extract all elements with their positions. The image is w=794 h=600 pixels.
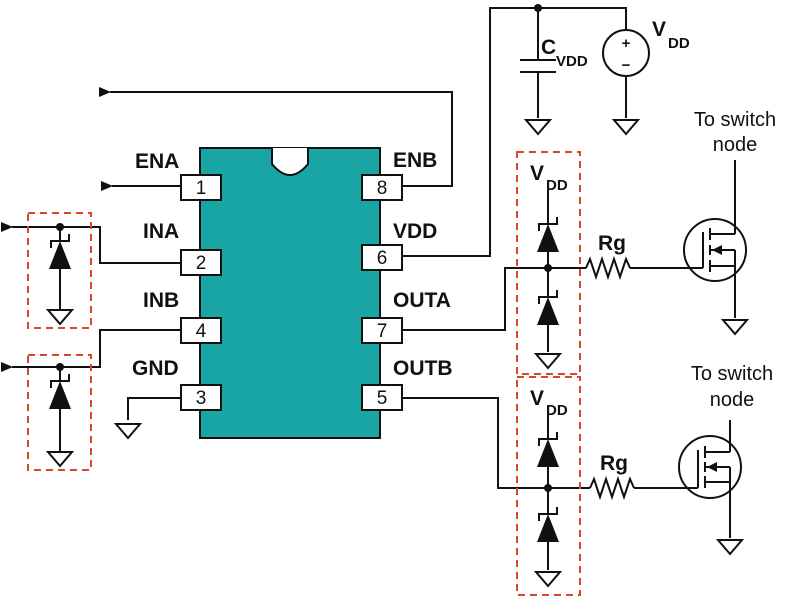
svg-text:C: C — [541, 36, 556, 59]
switch-note-a: To switch node — [694, 109, 776, 156]
switch-note-b: To switch node — [691, 363, 773, 411]
pin-label-outa: OUTA — [393, 289, 451, 312]
resistor-label-b: Rg — [600, 452, 628, 475]
pin-label-vdd: VDD — [393, 220, 437, 243]
clamp-label-a: V DD — [530, 162, 568, 194]
pin-number-8: 8 — [377, 178, 388, 199]
svg-text:DD: DD — [546, 402, 568, 419]
svg-text:node: node — [713, 134, 758, 156]
source-plus: + — [622, 35, 631, 52]
ena-wiring — [99, 87, 453, 191]
pin-number-7: 7 — [377, 321, 388, 342]
pin-number-6: 6 — [377, 248, 388, 269]
svg-text:VDD: VDD — [556, 53, 588, 70]
mosfet-a — [683, 160, 748, 335]
svg-text:DD: DD — [546, 177, 568, 194]
pin-4: 4 — [180, 317, 222, 344]
capacitor-label: C VDD — [541, 36, 588, 70]
pin-6: 6 — [361, 244, 403, 271]
svg-text:V: V — [530, 387, 544, 410]
supply-label: V DD — [652, 18, 690, 52]
pin-number-4: 4 — [196, 321, 207, 342]
svg-text:V: V — [652, 18, 666, 41]
pin-number-5: 5 — [377, 388, 388, 409]
pin-label-ena: ENA — [135, 150, 179, 173]
clamp-label-b: V DD — [530, 387, 568, 419]
pin-2: 2 — [180, 249, 222, 276]
gnd-wiring — [115, 397, 181, 439]
pin-label-enb: ENB — [393, 149, 437, 172]
voltage-source: + − — [602, 29, 650, 77]
ic-body — [199, 147, 381, 439]
pin-7: 7 — [361, 317, 403, 344]
pin-number-3: 3 — [196, 388, 207, 409]
clamp-box-outa — [516, 151, 581, 375]
outb-wiring — [402, 397, 683, 587]
outa-wiring — [402, 185, 690, 369]
pin-label-outb: OUTB — [393, 357, 453, 380]
pin-label-inb: INB — [143, 289, 179, 312]
clamp-box-ina — [27, 212, 92, 329]
pin-8: 8 — [361, 174, 403, 201]
pin-label-gnd: GND — [132, 357, 179, 380]
pin-5: 5 — [361, 384, 403, 411]
inb-wiring — [0, 329, 181, 467]
mosfet-b — [678, 420, 743, 555]
svg-text:To switch: To switch — [694, 109, 776, 131]
pin-label-ina: INA — [143, 220, 179, 243]
vdd-wiring — [402, 4, 639, 257]
pin-number-1: 1 — [196, 178, 207, 199]
svg-text:node: node — [710, 389, 755, 411]
pin-3: 3 — [180, 384, 222, 411]
svg-text:V: V — [530, 162, 544, 185]
pin-number-2: 2 — [196, 253, 207, 274]
pin-1: 1 — [180, 174, 222, 201]
svg-text:DD: DD — [668, 35, 690, 52]
ina-wiring — [0, 222, 181, 325]
svg-text:To switch: To switch — [691, 363, 773, 385]
source-minus: − — [622, 57, 631, 74]
clamp-box-outb — [516, 376, 581, 596]
ic-notch — [271, 148, 309, 176]
resistor-label-a: Rg — [598, 232, 626, 255]
clamp-box-inb — [27, 354, 92, 471]
